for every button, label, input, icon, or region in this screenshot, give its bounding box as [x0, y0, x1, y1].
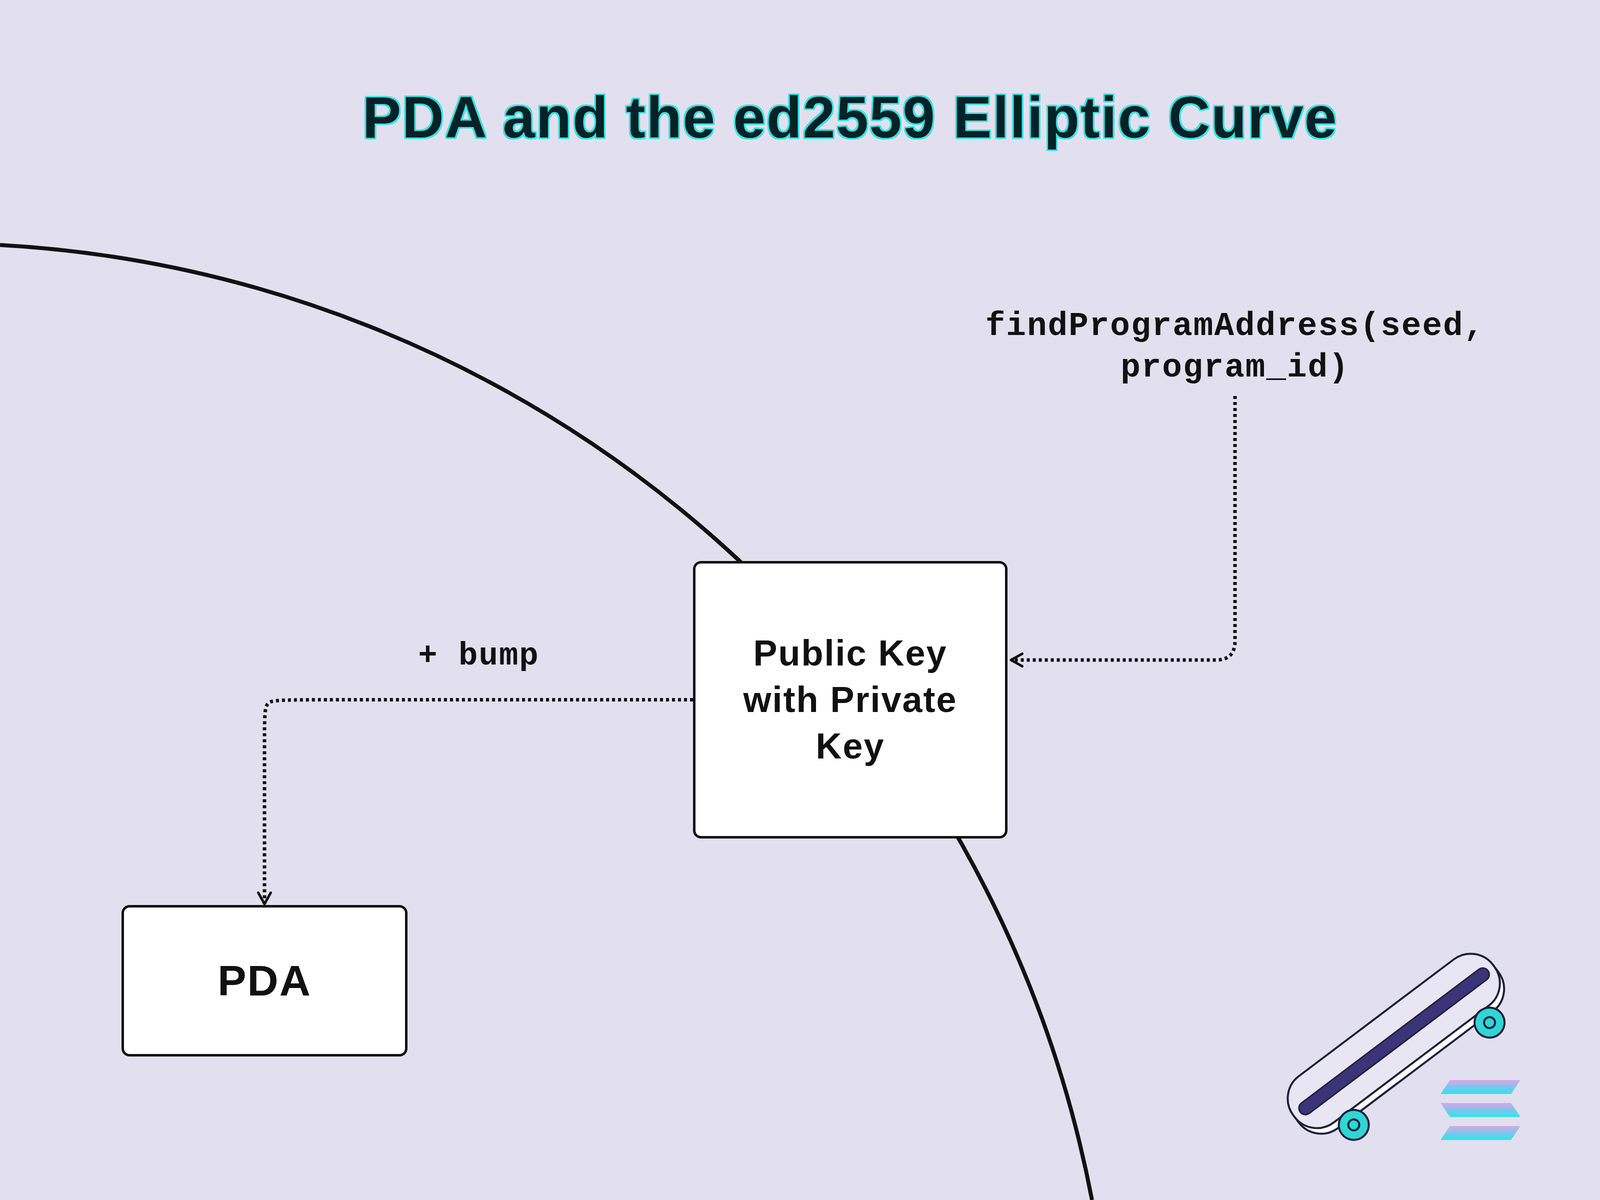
edge-label: + bump — [414, 635, 543, 677]
leader-arrow — [1011, 396, 1235, 660]
box-text: Public Key with Private Key — [720, 630, 981, 770]
wheel — [1468, 1001, 1511, 1044]
skateboard-icon — [1276, 942, 1529, 1163]
elliptic-curve — [0, 245, 1092, 1200]
dotted-connector — [264, 700, 693, 905]
function-call-label: findProgramAddress(seed, program_id) — [975, 306, 1495, 389]
wheel-hub — [1482, 1015, 1498, 1031]
logo-bar — [1440, 1126, 1521, 1140]
logo-bar — [1440, 1103, 1521, 1117]
wheel-hub — [1346, 1117, 1362, 1133]
diagram-title: PDA and the ed2559 Elliptic Curve — [250, 84, 1450, 151]
box-text: PDA — [217, 953, 312, 1009]
solana-logo — [1440, 1080, 1521, 1140]
logo-bar — [1440, 1080, 1521, 1094]
wheel — [1333, 1104, 1375, 1146]
key-box: Public Key with Private Key — [693, 561, 1008, 839]
key-box: PDA — [121, 905, 408, 1057]
board-stripe — [1296, 965, 1492, 1118]
